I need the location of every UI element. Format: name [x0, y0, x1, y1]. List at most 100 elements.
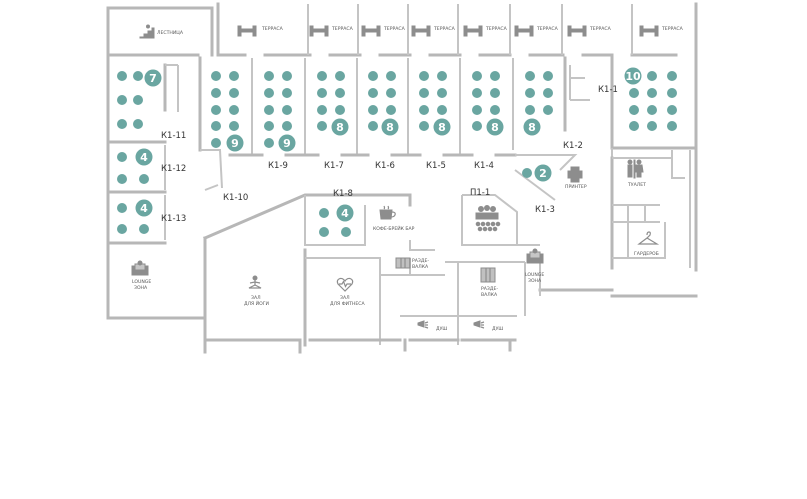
capacity-badge-k1-5: 8 [433, 118, 451, 136]
seat [667, 105, 677, 115]
capacity-badge-k1-3: 2 [534, 164, 552, 182]
svg-text:4: 4 [140, 151, 148, 164]
seat [264, 121, 274, 131]
seat [317, 88, 327, 98]
seat [472, 121, 482, 131]
seat [133, 71, 143, 81]
terrace-table-icon [514, 25, 534, 37]
locker-icon [395, 257, 411, 269]
svg-text:2: 2 [539, 167, 547, 180]
seat [319, 227, 329, 237]
seat [117, 203, 127, 213]
seat [629, 121, 639, 131]
seat [117, 224, 127, 234]
svg-text:8: 8 [438, 121, 446, 134]
shower-icon [473, 320, 485, 329]
seat [368, 105, 378, 115]
seat [667, 71, 677, 81]
walls [106, 2, 698, 354]
seat [211, 138, 221, 148]
capacity-badge-k1-13: 4 [135, 199, 153, 217]
seat [419, 121, 429, 131]
seat [282, 88, 292, 98]
terrace-label: ТЕРРАСА [536, 26, 559, 32]
yoga-icon [248, 275, 262, 289]
svg-text:9: 9 [231, 137, 239, 150]
terrace-label: ТЕРРАСА [485, 26, 508, 32]
lounge-label-line2: ЗОНА [528, 278, 542, 284]
svg-text:10: 10 [625, 70, 641, 83]
room-label-k1-1: К1-1 [598, 85, 618, 95]
terrace-label: ТЕРРАСА [661, 26, 684, 32]
seat [647, 105, 657, 115]
capacity-badge-k1-4: 8 [486, 118, 504, 136]
seat [629, 88, 639, 98]
seat [317, 71, 327, 81]
seat [647, 88, 657, 98]
shower-label: ДУШ [436, 326, 447, 332]
seat [419, 71, 429, 81]
room-label-k1-9: К1-9 [268, 161, 288, 171]
terrace-table-icon [639, 25, 659, 37]
shower-icon [417, 320, 429, 329]
room-label-k1-11: К1-11 [161, 131, 186, 141]
wardrobe-label: ГАРДЕРОБ [634, 251, 659, 257]
seat [525, 105, 535, 115]
yoga-label-line1: ЗАЛ [251, 295, 261, 301]
seat [282, 71, 292, 81]
room-label-k1-8: К1-8 [333, 189, 353, 199]
seat [368, 121, 378, 131]
terrace-labels: ТЕРРАСА ТЕРРАСА ТЕРРАСА ТЕРРАСА ТЕРРАСА … [261, 26, 684, 32]
seat [472, 71, 482, 81]
capacity-badge-k1-8: 4 [336, 204, 354, 222]
seat [386, 71, 396, 81]
seat [543, 88, 553, 98]
capacity-badges: 7 4 4 9 9 8 8 8 8 8 2 10 4 [135, 67, 642, 222]
seat [282, 121, 292, 131]
stairs-label: ЛЕСТНИЦА [157, 30, 184, 36]
seat [264, 71, 274, 81]
room-label-k1-12: К1-12 [161, 164, 186, 174]
room-label-k1-10: К1-10 [223, 193, 248, 203]
cloakroom-label-line2: ВАЛКА [412, 264, 429, 270]
seat [211, 105, 221, 115]
terrace-label: ТЕРРАСА [383, 26, 406, 32]
svg-text:9: 9 [283, 137, 291, 150]
seat [472, 88, 482, 98]
seat [543, 105, 553, 115]
seat [117, 71, 127, 81]
svg-text:4: 4 [140, 202, 148, 215]
room-label-k1-13: К1-13 [161, 214, 186, 224]
terrace-table-icon [361, 25, 381, 37]
workstation-seats [117, 71, 677, 237]
svg-text:8: 8 [528, 121, 536, 134]
capacity-badge-k1-2: 8 [523, 118, 541, 136]
hanger-icon [637, 231, 660, 245]
room-label-k1-3: К1-3 [535, 205, 555, 215]
coffee-bar-label: КОФЕ-БРЕЙК БАР [373, 225, 415, 232]
seat [629, 105, 639, 115]
room-label-k1-2: К1-2 [563, 141, 583, 151]
seat [264, 105, 274, 115]
seat [419, 88, 429, 98]
stairs-icon [139, 24, 155, 39]
seat [229, 121, 239, 131]
seat [139, 224, 149, 234]
terrace-label: ТЕРРАСА [589, 26, 612, 32]
seat [133, 119, 143, 129]
cloakroom-label-line1: РАЗДЕ- [412, 258, 429, 264]
fitness-label-line1: ЗАЛ [340, 295, 350, 301]
terrace-label: ТЕРРАСА [261, 26, 284, 32]
seat [472, 105, 482, 115]
capacity-badge-k1-12: 4 [135, 148, 153, 166]
seat [386, 88, 396, 98]
seat [386, 105, 396, 115]
heart-pulse-icon [336, 277, 354, 292]
seat [211, 71, 221, 81]
seat [229, 88, 239, 98]
shower-label: ДУШ [492, 326, 503, 332]
room-label-k1-7: К1-7 [324, 161, 344, 171]
seat [264, 88, 274, 98]
capacity-badge-k1-6: 8 [381, 118, 399, 136]
capacity-badge-k1-1: 10 [624, 67, 642, 85]
